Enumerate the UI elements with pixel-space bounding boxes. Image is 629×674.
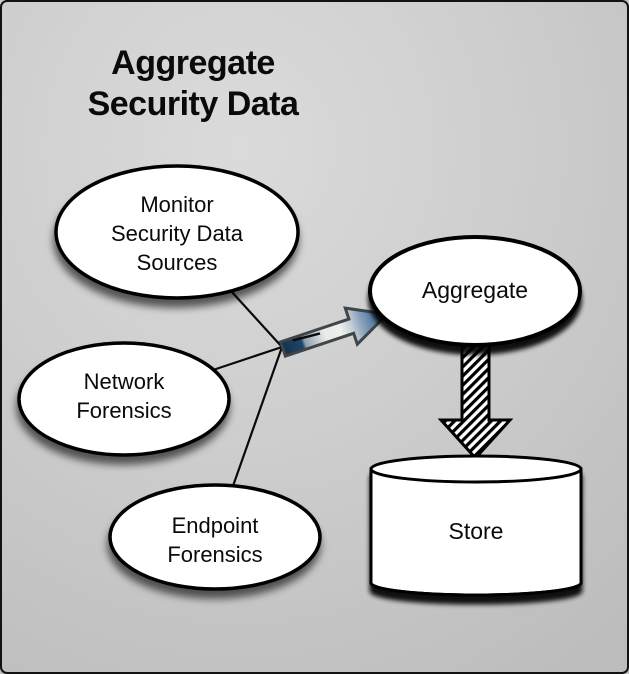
connector-endpoint-to-junction[interactable] [231,346,284,487]
hatched-arrow-aggregate-to-store[interactable] [437,336,514,461]
connector-lines [212,290,284,487]
monitor-label-line3: Sources [137,250,218,275]
node-monitor-security-data-sources[interactable]: Monitor Security Data Sources [54,164,300,300]
network-label-line1: Network [84,369,166,394]
network-ellipse [17,341,231,457]
node-aggregate[interactable]: Aggregate [368,235,582,347]
monitor-label-line1: Monitor [140,192,213,217]
gradient-arrow-tail-mark [292,332,321,342]
aggregate-label: Aggregate [422,277,528,303]
monitor-ellipse [54,164,300,300]
endpoint-label-line1: Endpoint [172,513,259,538]
node-network-forensics[interactable]: Network Forensics [17,341,231,457]
node-endpoint-forensics[interactable]: Endpoint Forensics [108,483,322,591]
slide-title: Aggregate Security Data [88,44,301,123]
gradient-arrow-junction-to-aggregate[interactable] [277,296,393,367]
slide-title-line2: Security Data [88,85,300,123]
gradient-arrow-body [278,306,391,359]
node-store[interactable]: Store [369,454,583,597]
aggregate-ellipse [368,235,582,347]
store-cylinder-outline [369,469,583,597]
monitor-label-line2: Security Data [111,221,244,246]
endpoint-label-line2: Forensics [167,542,262,567]
store-cylinder [369,454,583,597]
endpoint-ellipse [108,483,322,591]
connector-monitor-to-junction[interactable] [230,290,283,348]
store-label: Store [449,518,504,544]
connector-network-to-junction[interactable] [212,345,283,372]
network-label-line2: Forensics [76,398,171,423]
store-cylinder-top [369,454,583,484]
slide-title-line1: Aggregate [111,44,275,82]
